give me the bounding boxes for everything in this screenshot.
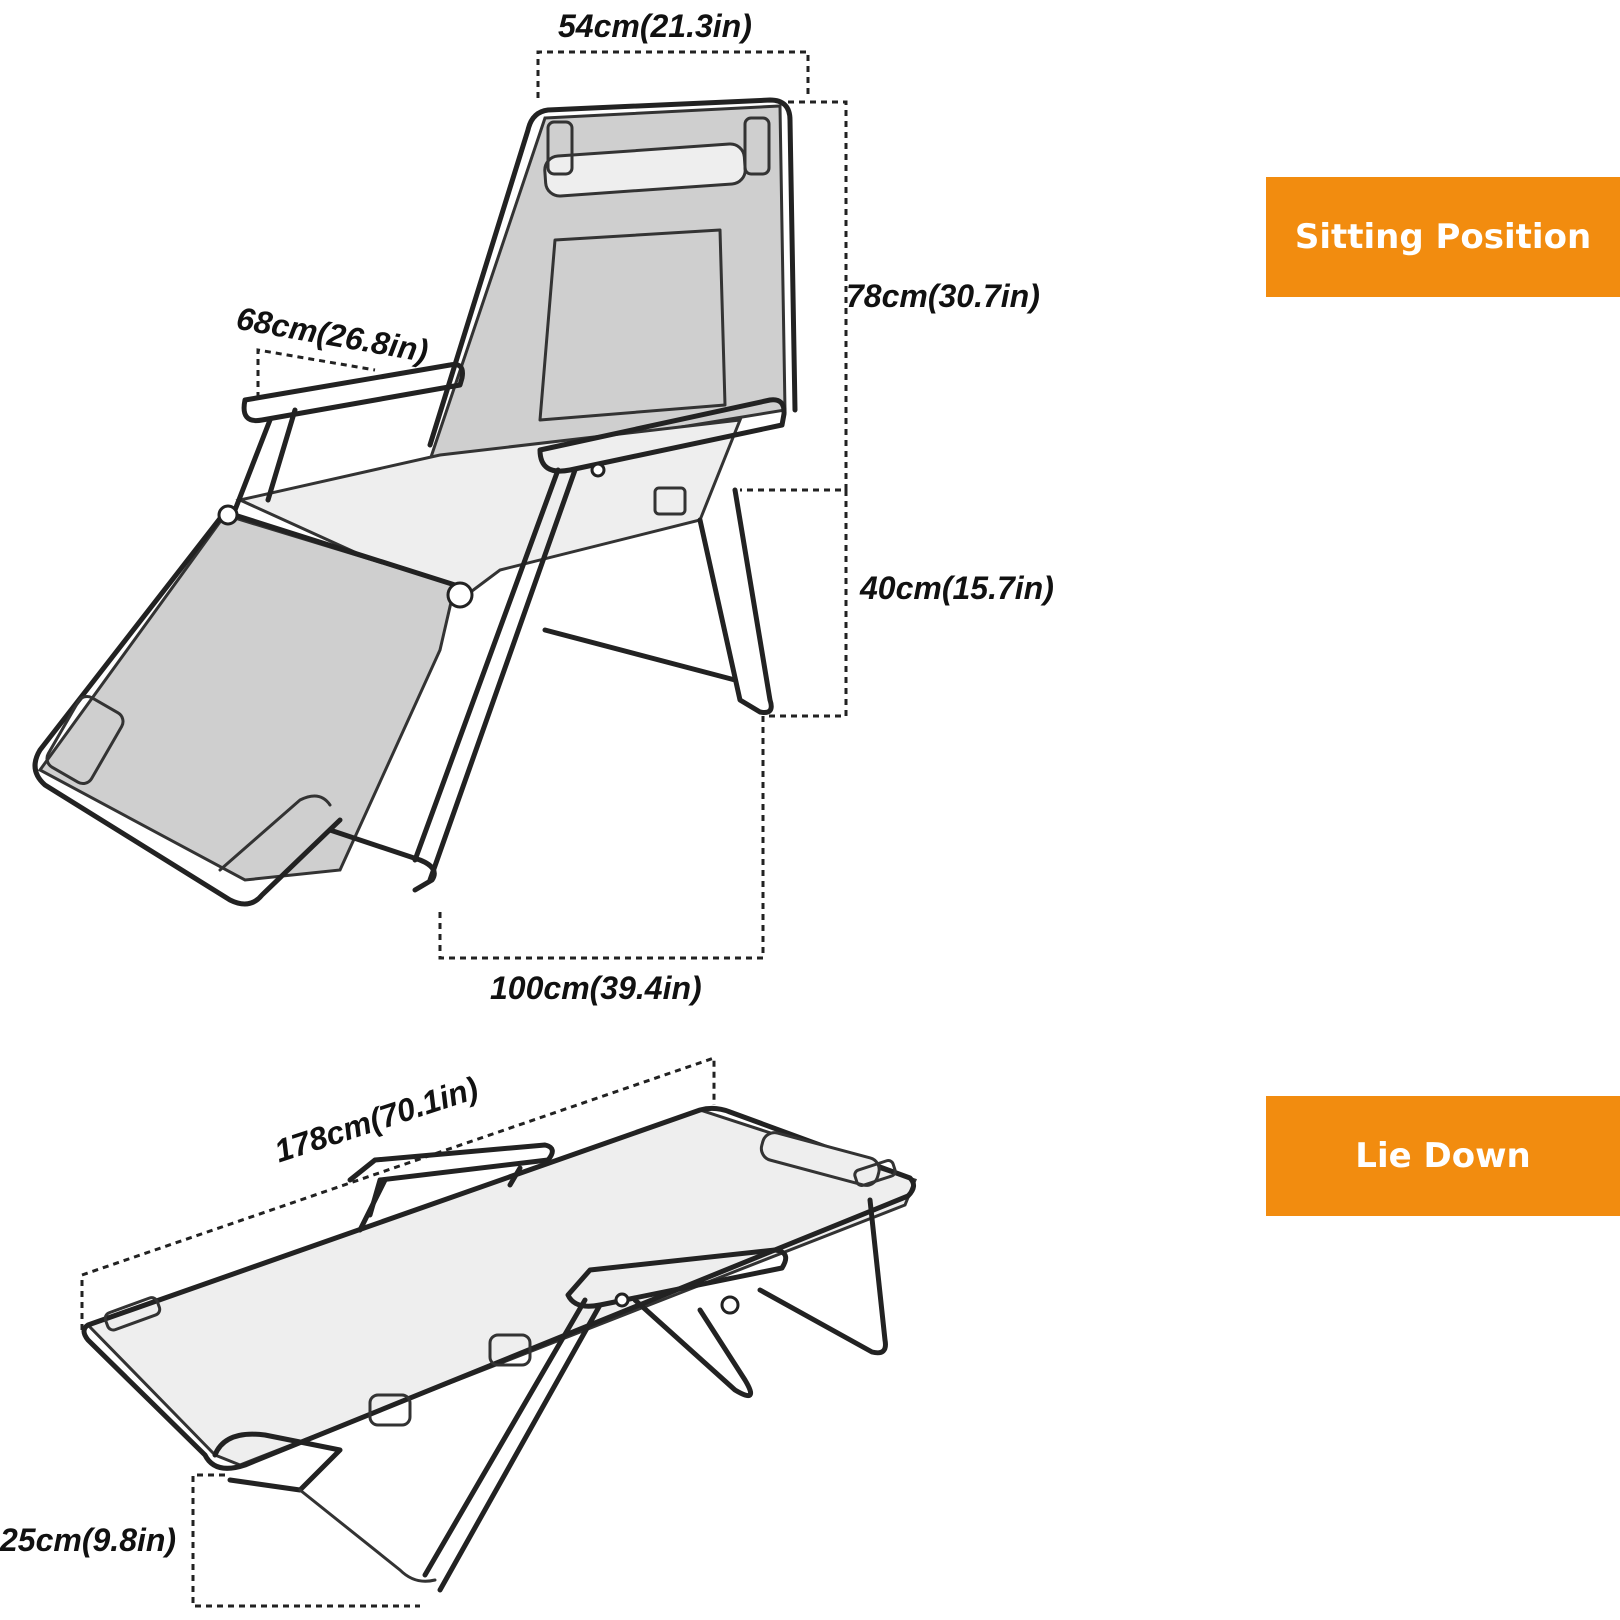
sitting-dimension-lines [256, 50, 848, 960]
backrest-slot-left [546, 120, 574, 176]
right-armrest [537, 397, 787, 474]
backrest-inner-panel [538, 228, 727, 422]
lying-foot-bar [298, 1488, 437, 1583]
side-clip-a [488, 1333, 532, 1367]
lying-headrest-pillow [759, 1131, 881, 1187]
left-armrest-support [232, 407, 298, 513]
back-armrest-support [357, 1165, 523, 1233]
seat-pivot-left [217, 504, 239, 526]
recline-lock-bracket [653, 486, 687, 516]
lying-front-leg [422, 1297, 603, 1593]
lying-pivot [720, 1295, 740, 1315]
width-dimension-line [536, 50, 810, 98]
lying-chair-drawing [81, 1105, 917, 1593]
front-armrest [565, 1247, 789, 1309]
height-flat-dimension-label: 25cm(9.8in) [0, 1522, 177, 1558]
depth-dimension-label: 100cm(39.4in) [490, 970, 702, 1006]
sitting-position-badge: Sitting Position [1266, 177, 1620, 297]
seat-height-dimension-label: 40cm(15.7in) [860, 570, 1054, 606]
legrest-foot-slot [45, 695, 125, 785]
front-leg [412, 467, 578, 883]
legrest-handle [218, 794, 332, 872]
legrest-fabric [37, 513, 457, 882]
depth-dimension-line [438, 716, 765, 960]
foot-slot [103, 1296, 162, 1332]
legrest-frame [32, 509, 458, 907]
front-foot [327, 827, 437, 893]
lying-mid-leg [632, 1297, 754, 1399]
armrest-dimension-line [256, 348, 376, 398]
backrest-slot-right [743, 116, 771, 176]
front-armrest-rivet [614, 1292, 630, 1308]
rear-leg-crossbar [542, 627, 738, 683]
lying-foot-loop [212, 1431, 343, 1493]
head-slot [853, 1159, 897, 1187]
seat-height-dimension-line [766, 490, 848, 718]
bed-frame [81, 1105, 916, 1471]
back-armrest [347, 1142, 555, 1218]
back-height-dimension-label: 78cm(30.7in) [846, 278, 1040, 314]
width-dimension-label: 54cm(21.3in) [558, 8, 752, 44]
lie-down-badge: Lie Down [1266, 1096, 1620, 1216]
lying-rear-leg [757, 1197, 888, 1356]
height-flat-dimension-line [191, 1473, 420, 1608]
back-height-dimension-line [740, 100, 848, 492]
lying-dimension-lines [80, 1055, 716, 1608]
left-armrest [241, 362, 465, 424]
backrest-frame [427, 97, 798, 448]
right-armrest-rivet [590, 462, 606, 478]
side-clip-b [368, 1393, 412, 1427]
length-dimension-line [80, 1055, 716, 1330]
sitting-chair-drawing [32, 97, 798, 907]
legrest-pivot-knob [446, 581, 474, 609]
rear-leg [697, 487, 774, 715]
